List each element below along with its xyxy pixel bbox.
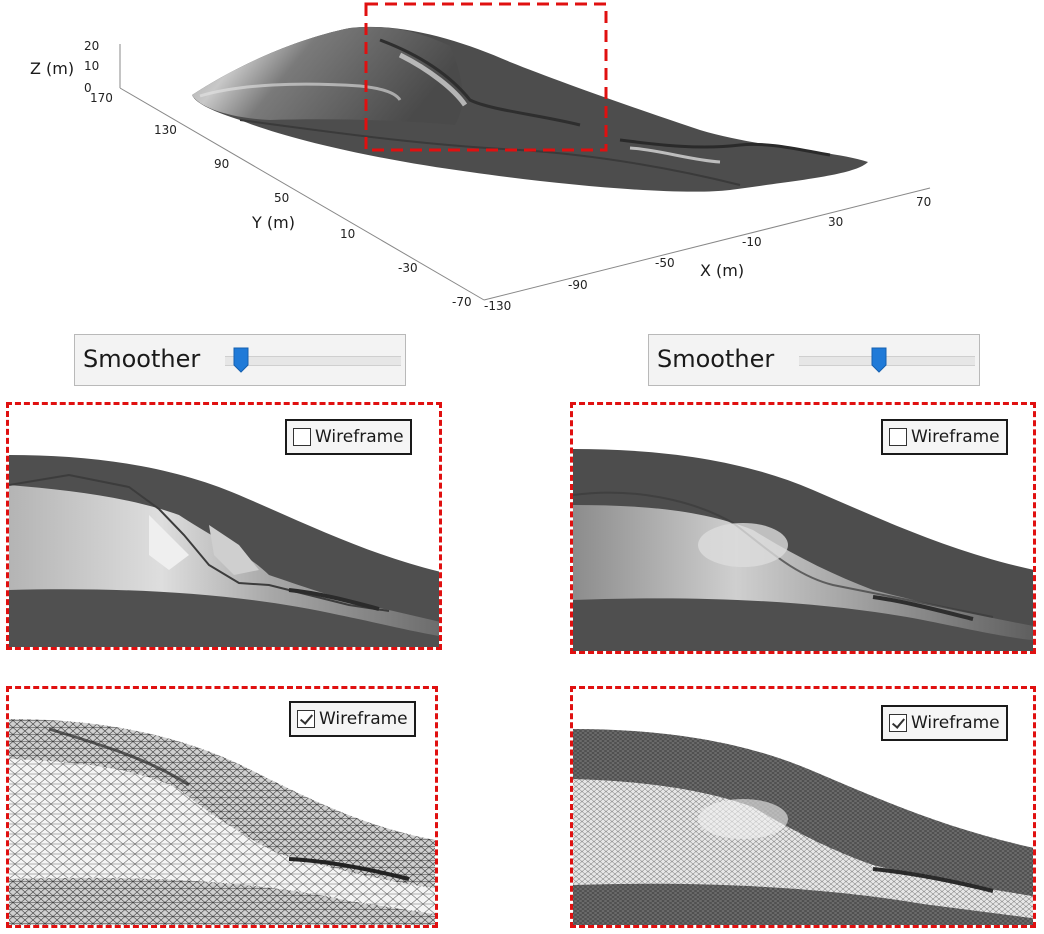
wireframe-toggle[interactable]: Wireframe — [881, 419, 1008, 455]
surface-view-right-wireframe: Wireframe — [570, 686, 1036, 928]
surface-view-left-wireframe: Wireframe — [6, 686, 438, 928]
surface-view-right-shaded: Wireframe — [570, 402, 1036, 654]
wireframe-label: Wireframe — [319, 709, 408, 729]
y-tick-label: -30 — [398, 261, 418, 275]
x-tick-label: 70 — [916, 195, 931, 209]
smoother-label: Smoother — [83, 345, 201, 373]
wireframe-checkbox[interactable] — [889, 714, 907, 732]
x-axis-label: X (m) — [700, 261, 744, 280]
smoother-slider-left[interactable]: Smoother — [74, 334, 406, 386]
wireframe-label: Wireframe — [911, 427, 1000, 447]
surface-view-left-shaded: Wireframe — [6, 402, 442, 650]
y-tick-label: -70 — [452, 295, 472, 309]
y-tick-label: 90 — [214, 157, 229, 171]
y-tick-label: 50 — [274, 191, 289, 205]
smoother-label: Smoother — [657, 345, 775, 373]
terrain-surface — [192, 26, 868, 192]
wireframe-checkbox[interactable] — [297, 710, 315, 728]
plot-axes — [119, 44, 931, 301]
y-axis-label: Y (m) — [251, 213, 295, 232]
x-tick-label: -130 — [484, 299, 511, 313]
smoother-thumb[interactable] — [871, 347, 887, 373]
shaded-surface — [9, 405, 439, 647]
x-tick-label: -10 — [742, 235, 762, 249]
wireframe-toggle[interactable]: Wireframe — [881, 705, 1008, 741]
wireframe-checkbox[interactable] — [889, 428, 907, 446]
terrain-3d-plot: Z (m) Y (m) X (m) 20 10 0 170 130 90 50 … — [30, 2, 931, 313]
x-tick-label: -50 — [655, 256, 675, 270]
smoother-track[interactable] — [225, 356, 401, 366]
x-tick-label: 30 — [828, 215, 843, 229]
wireframe-label: Wireframe — [315, 427, 404, 447]
x-tick-label: -90 — [568, 278, 588, 292]
y-tick-label: 130 — [154, 123, 177, 137]
wireframe-label: Wireframe — [911, 713, 1000, 733]
y-tick-label: 10 — [340, 227, 355, 241]
z-tick-label: 0 — [84, 81, 92, 95]
wireframe-toggle[interactable]: Wireframe — [285, 419, 412, 455]
z-tick-label: 10 — [84, 59, 99, 73]
z-tick-label: 20 — [84, 39, 99, 53]
y-tick-label: 170 — [90, 91, 113, 105]
wireframe-checkbox[interactable] — [293, 428, 311, 446]
wireframe-toggle[interactable]: Wireframe — [289, 701, 416, 737]
z-axis-label: Z (m) — [30, 59, 74, 78]
smoother-thumb[interactable] — [233, 347, 249, 373]
smoother-slider-right[interactable]: Smoother — [648, 334, 980, 386]
smoother-track[interactable] — [799, 356, 975, 366]
highlight-region — [364, 2, 608, 152]
